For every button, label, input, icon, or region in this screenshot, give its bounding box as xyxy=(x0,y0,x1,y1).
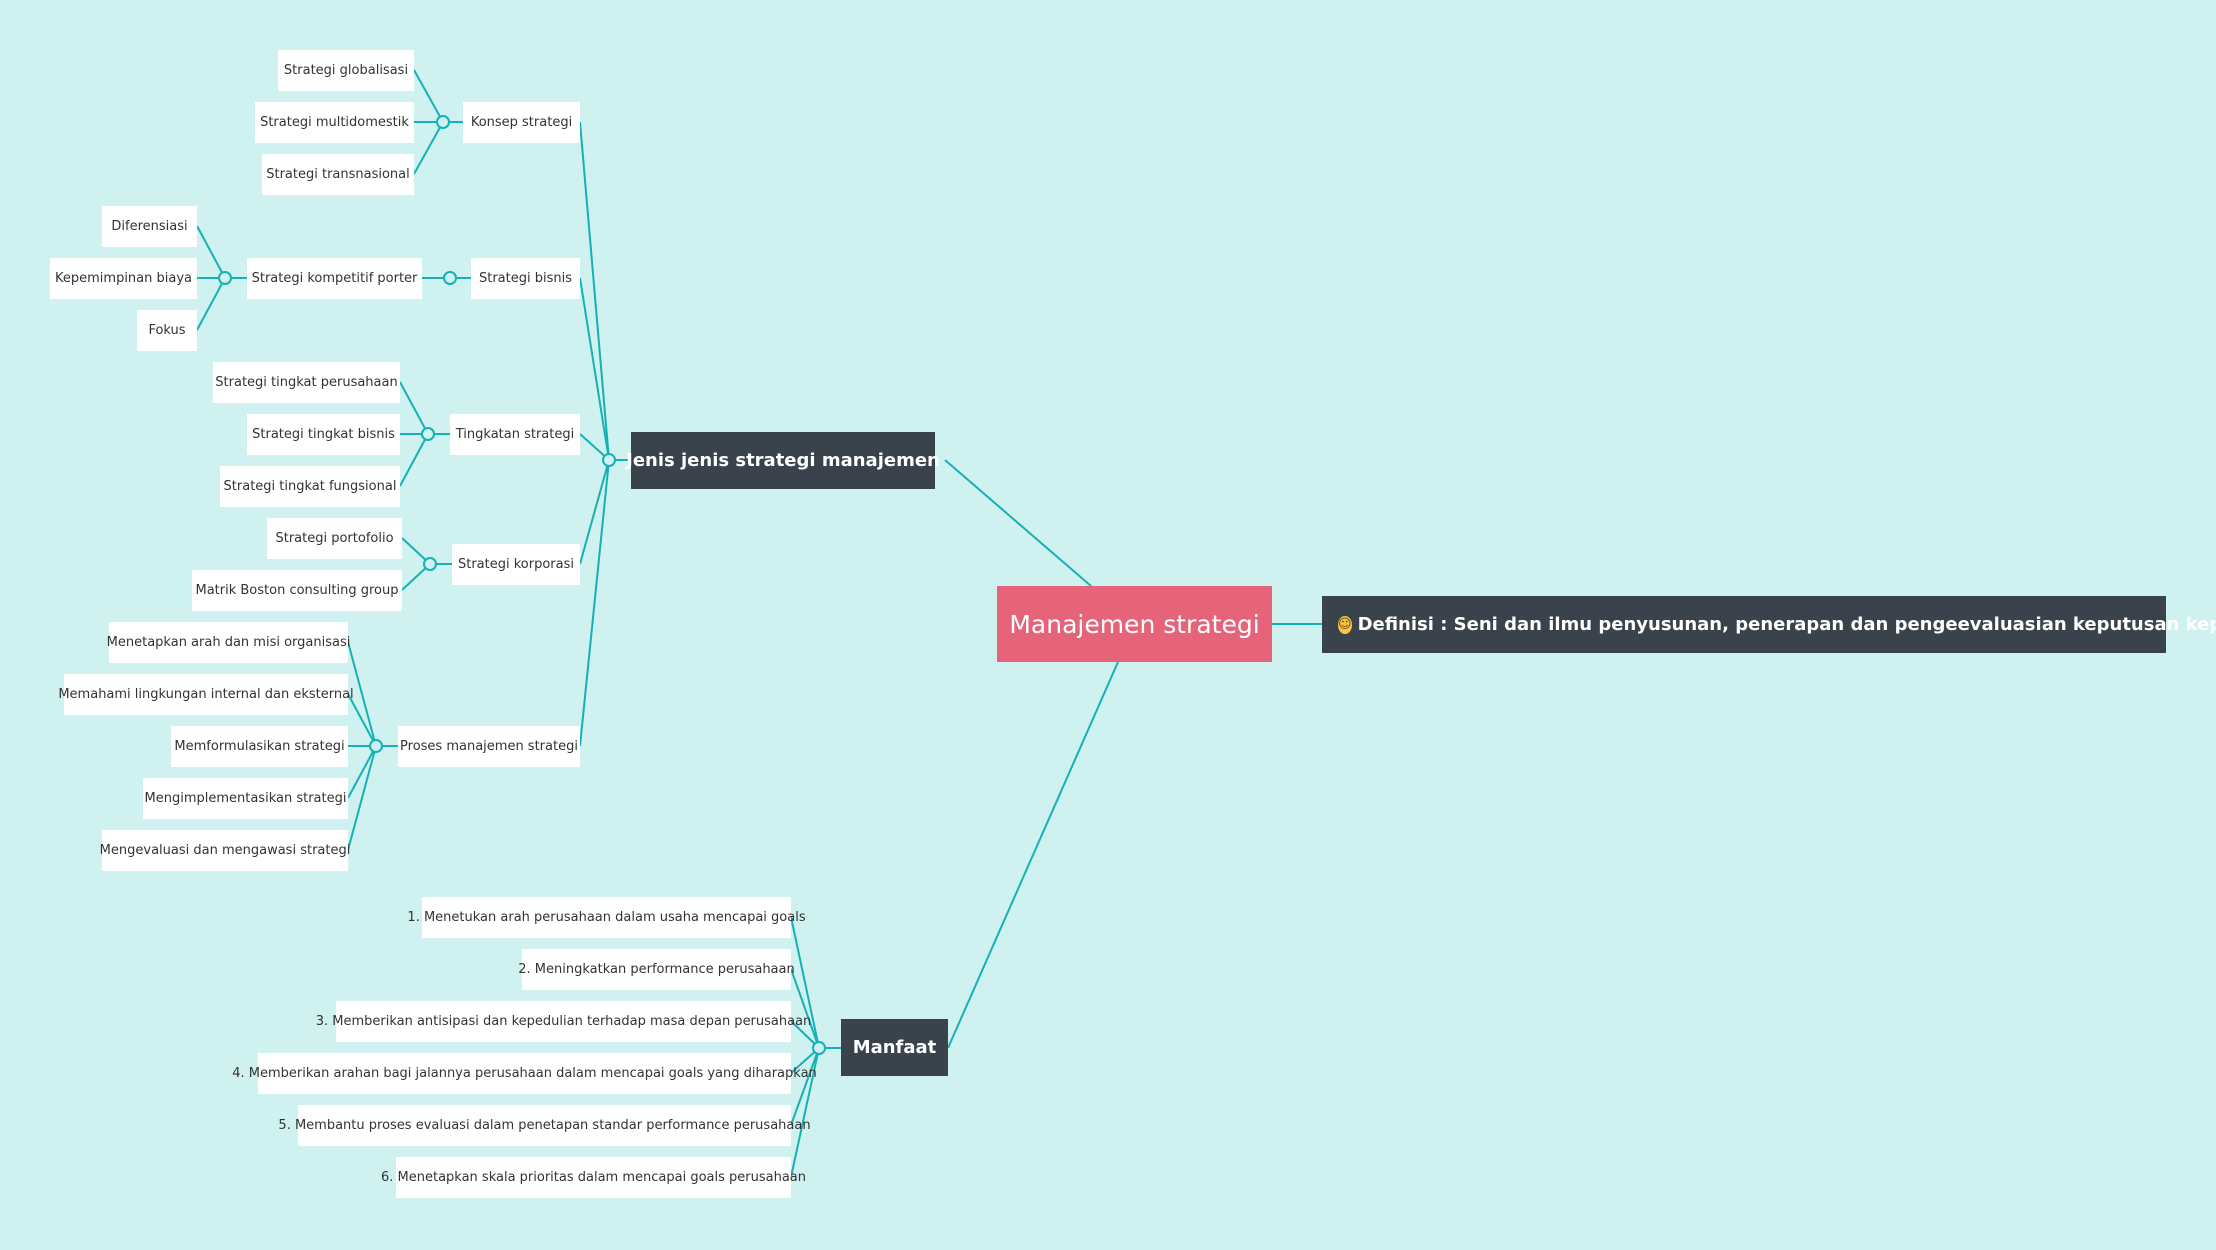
list-item[interactable]: Strategi globalisasi xyxy=(278,50,414,91)
connector-line xyxy=(579,121,610,461)
list-item[interactable]: Strategi transnasional xyxy=(262,154,414,195)
connector-line xyxy=(947,661,1119,1049)
connector-line xyxy=(790,1047,820,1178)
list-item[interactable]: Strategi multidomestik xyxy=(255,102,414,143)
definition-label: Definisi : Seni dan ilmu penyusunan, pen… xyxy=(1357,614,2216,635)
list-item[interactable]: Mengevaluasi dan mengawasi strategi xyxy=(100,830,350,871)
list-item[interactable]: Menetapkan arah dan misi organisasi xyxy=(107,622,350,663)
connector-line xyxy=(347,745,377,799)
connector-line xyxy=(790,1047,820,1126)
collapse-handle[interactable] xyxy=(423,557,437,571)
konsep-strategi-topic[interactable]: Konsep strategi xyxy=(463,102,580,143)
connector-line xyxy=(347,641,377,747)
connector-line xyxy=(196,277,226,331)
connector-line xyxy=(399,381,429,435)
list-item[interactable]: Fokus xyxy=(137,310,197,351)
list-item[interactable]: Diferensiasi xyxy=(102,206,197,247)
jenis-topic[interactable]: Jenis jenis strategi manajemen xyxy=(626,432,940,489)
list-item[interactable]: Strategi tingkat perusahaan xyxy=(213,362,400,403)
list-item[interactable]: Memahami lingkungan internal dan ekstern… xyxy=(58,674,354,715)
connector-line xyxy=(413,121,444,175)
connector-line xyxy=(579,459,610,565)
collapse-handle[interactable] xyxy=(218,271,232,285)
connector-line xyxy=(579,277,610,461)
connector-line xyxy=(399,433,429,487)
collapse-handle[interactable] xyxy=(812,1041,826,1055)
collapse-handle[interactable] xyxy=(436,115,450,129)
porter-topic[interactable]: Strategi kompetitif porter xyxy=(247,258,422,299)
collapse-handle[interactable] xyxy=(443,271,457,285)
definition-topic[interactable]: ☺ Definisi : Seni dan ilmu penyusunan, p… xyxy=(1322,596,2216,653)
connector-line xyxy=(790,916,820,1049)
root-topic[interactable]: Manajemen strategi xyxy=(997,586,1272,662)
list-item[interactable]: 6. Menetapkan skala prioritas dalam menc… xyxy=(381,1157,806,1198)
list-item[interactable]: Mengimplementasikan strategi xyxy=(143,778,348,819)
strategi-bisnis-topic[interactable]: Strategi bisnis xyxy=(471,258,580,299)
list-item[interactable]: 4. Memberikan arahan bagi jalannya perus… xyxy=(232,1053,817,1094)
connector-line xyxy=(196,225,226,279)
strategi-korporasi-topic[interactable]: Strategi korporasi xyxy=(452,544,580,585)
list-item[interactable]: 5. Membantu proses evaluasi dalam peneta… xyxy=(278,1105,811,1146)
smiley-emoji-icon: ☺ xyxy=(1338,615,1352,634)
proses-manajemen-topic[interactable]: Proses manajemen strategi xyxy=(398,726,580,767)
list-item[interactable]: 3. Memberikan antisipasi dan kepedulian … xyxy=(316,1001,811,1042)
connector-line xyxy=(790,968,820,1049)
list-item[interactable]: Strategi tingkat bisnis xyxy=(247,414,400,455)
list-item[interactable]: Matrik Boston consulting group xyxy=(192,570,402,611)
collapse-handle[interactable] xyxy=(369,739,383,753)
collapse-handle[interactable] xyxy=(602,453,616,467)
connector-line xyxy=(579,459,610,747)
connector-line xyxy=(944,459,1092,587)
connector-line xyxy=(413,69,444,123)
list-item[interactable]: Strategi portofolio xyxy=(267,518,402,559)
tingkatan-strategi-topic[interactable]: Tingkatan strategi xyxy=(450,414,580,455)
connector-line xyxy=(347,693,377,747)
list-item[interactable]: Strategi tingkat fungsional xyxy=(220,466,400,507)
manfaat-topic[interactable]: Manfaat xyxy=(841,1019,948,1076)
list-item[interactable]: Memformulasikan strategi xyxy=(171,726,348,767)
collapse-handle[interactable] xyxy=(421,427,435,441)
list-item[interactable]: 1. Menetukan arah perusahaan dalam usaha… xyxy=(407,897,806,938)
list-item[interactable]: Kepemimpinan biaya xyxy=(50,258,197,299)
list-item[interactable]: 2. Meningkatkan performance perusahaan xyxy=(518,949,795,990)
connector-line xyxy=(347,745,377,851)
